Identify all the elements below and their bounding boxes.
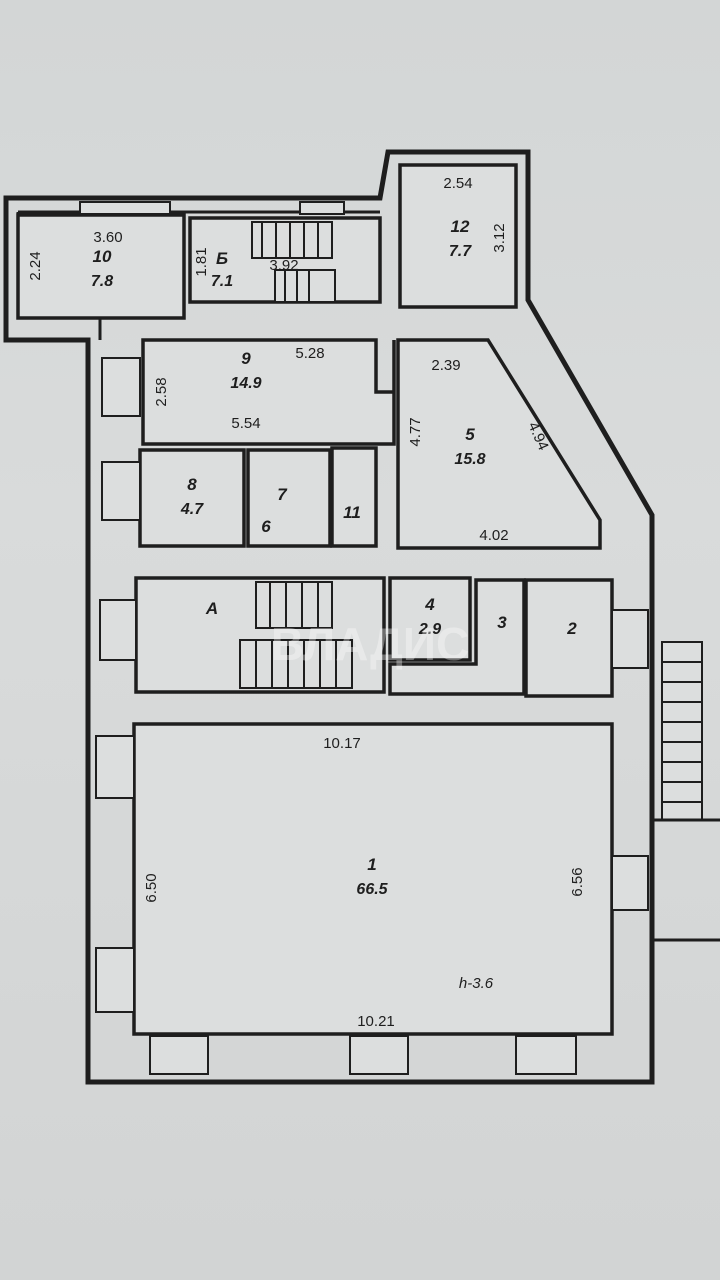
dim-r1-width-top: 10.17: [323, 735, 361, 752]
room-10: [16, 213, 186, 320]
dim-r9-width-top: 5.28: [295, 345, 324, 362]
stairs-group: [239, 221, 720, 942]
dim-r10-height: 2.24: [27, 251, 44, 280]
room-10-area: 7.8: [91, 273, 113, 290]
room-8-number: 8: [187, 475, 197, 494]
room-4-area: 2.9: [418, 621, 441, 638]
room-12-area: 7.7: [449, 243, 472, 260]
room-a-number: А: [205, 599, 218, 618]
room-12-number: 12: [451, 217, 470, 236]
dim-r10-width: 3.60: [93, 229, 122, 246]
dim-r12-width: 2.54: [443, 175, 472, 192]
room-10-number: 10: [93, 247, 112, 266]
room-6-number: 6: [261, 517, 271, 536]
room-3: [388, 578, 526, 696]
dim-r1-width-bottom: 10.21: [357, 1013, 395, 1030]
dim-r9-height: 2.58: [153, 377, 170, 406]
room-2-number: 2: [566, 619, 577, 638]
room-9: [141, 338, 396, 446]
room-1: [132, 722, 614, 1036]
room-6-7: [246, 448, 332, 548]
dim-r1-height-left: 6.50: [143, 873, 160, 902]
room-11-number: 11: [343, 503, 361, 522]
watermark: ВЛАДИС: [271, 618, 469, 670]
dim-r9-width-bottom: 5.54: [231, 415, 260, 432]
room-1-number: 1: [367, 855, 376, 874]
room-11: [330, 446, 378, 548]
dim-r5-width-bottom: 4.02: [479, 527, 508, 544]
room-5-area: 15.8: [454, 451, 485, 468]
room-9-area: 14.9: [230, 375, 261, 392]
room-b-area: 7.1: [211, 273, 233, 290]
room-3-number: 3: [497, 613, 507, 632]
room-b-number: Б: [216, 249, 228, 268]
dim-r5-height: 4.77: [407, 417, 424, 446]
dim-r5-width-top: 2.39: [431, 357, 460, 374]
room-1-area: 66.5: [356, 881, 388, 898]
room-4-number: 4: [424, 595, 435, 614]
room-8: [138, 448, 246, 548]
windows: [79, 201, 649, 1075]
dim-rb-width: 3.92: [269, 257, 298, 274]
dim-r12-height: 3.12: [491, 223, 508, 252]
room-5-number: 5: [465, 425, 475, 444]
dim-r1-height-right: 6.56: [569, 867, 586, 896]
dim-rb-height: 1.81: [193, 247, 210, 276]
room-2: [524, 578, 614, 698]
room-12: [398, 163, 518, 309]
room-8-area: 4.7: [180, 501, 204, 518]
room-7-number: 7: [277, 485, 288, 504]
room-9-number: 9: [241, 349, 251, 368]
room-4: [388, 576, 472, 662]
ceiling-height-label: h-3.6: [459, 975, 494, 992]
room-5: [396, 338, 602, 550]
